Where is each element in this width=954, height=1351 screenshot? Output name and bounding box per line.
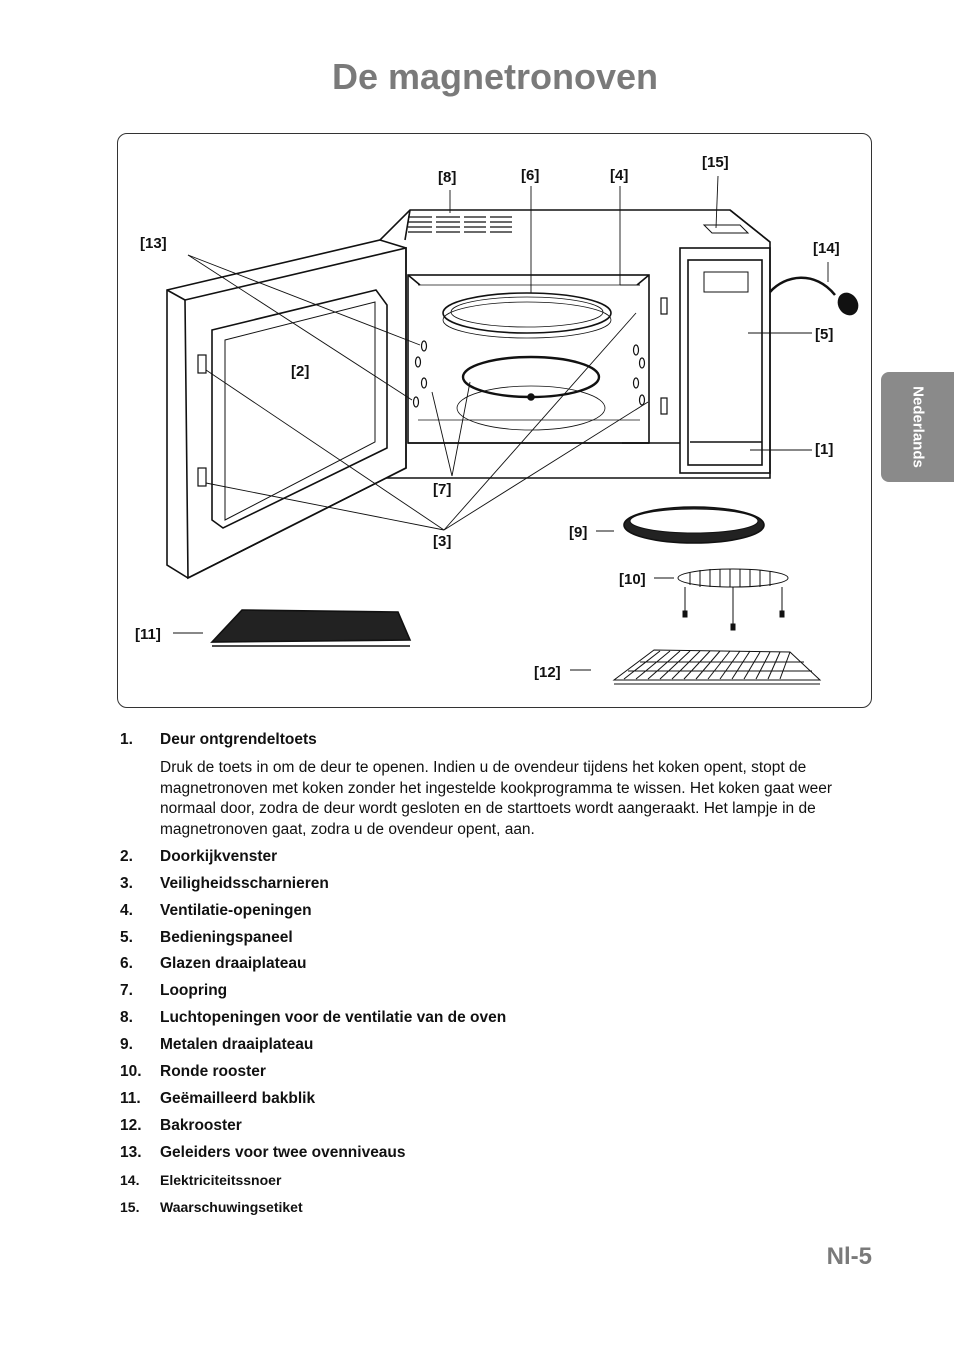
legend-label: Glazen draaiplateau (160, 955, 307, 973)
legend-item: 8. Luchtopeningen voor de ventilatie van … (120, 1008, 880, 1028)
roller-ring (456, 355, 606, 431)
diagram-frame (117, 133, 872, 708)
legend-item: 1. Deur ontgrendeltoets Druk de toets in… (120, 730, 880, 840)
legend-number: 10. (120, 1063, 142, 1081)
legend-item: 3. Veiligheidsscharnieren (120, 874, 880, 894)
legend-number: 9. (120, 1036, 133, 1054)
callout-15: [15] (702, 154, 729, 171)
metal-turntable (623, 506, 765, 544)
legend-label: Doorkijkvenster (160, 847, 278, 865)
callout-12: [12] (534, 664, 561, 681)
legend-number: 13. (120, 1143, 142, 1161)
callout-13: [13] (140, 235, 167, 252)
callout-6: [6] (521, 167, 539, 184)
legend-item: 5. Bedieningspaneel (120, 928, 880, 948)
power-cord (769, 276, 859, 316)
leader-lines (173, 175, 829, 671)
legend-item: 15. Waarschuwingsetiket (120, 1197, 880, 1218)
legend-label: Veiligheidsscharnieren (160, 874, 329, 892)
legend-label: Deur ontgrendeltoets (160, 731, 317, 748)
oven-door (166, 239, 407, 580)
legend-number: 8. (120, 1009, 133, 1027)
legend-item: 11. Geëmailleerd bakblik (120, 1089, 880, 1109)
legend-label: Metalen draaiplateau (160, 1036, 314, 1054)
legend-number: 5. (120, 928, 133, 946)
legend-description: Druk de toets in om de deur te openen. I… (160, 759, 833, 838)
legend-item: 10. Ronde rooster (120, 1062, 880, 1082)
parts-legend: 1. Deur ontgrendeltoets Druk de toets in… (120, 730, 880, 1225)
oven-guides (412, 297, 668, 415)
oven-body (379, 209, 771, 479)
legend-label: Ventilatie-openingen (160, 901, 312, 919)
legend-item: 4. Ventilatie-openingen (120, 901, 880, 921)
microwave-diagram: [8] [6] [4] [15] [13] [14] [5] [2] [1] [… (135, 154, 859, 685)
control-panel (679, 247, 771, 474)
callout-5: [5] (815, 326, 833, 343)
callout-2: [2] (291, 363, 309, 380)
legend-label: Waarschuwingsetiket (160, 1199, 303, 1216)
callout-3: [3] (433, 533, 451, 550)
baking-tray (210, 609, 412, 647)
legend-number: 7. (120, 982, 133, 1000)
legend-item: 9. Metalen draaiplateau (120, 1035, 880, 1055)
legend-label: Bakrooster (160, 1116, 242, 1134)
legend-number: 2. (120, 847, 133, 865)
legend-label: Geëmailleerd bakblik (160, 1089, 316, 1107)
legend-item: 7. Loopring (120, 981, 880, 1001)
legend-label: Ronde rooster (160, 1063, 266, 1081)
grill-rack (612, 649, 822, 685)
legend-item: 14. Elektriciteitssnoer (120, 1170, 880, 1191)
callout-9: [9] (569, 524, 587, 541)
legend-label: Elektriciteitssnoer (160, 1171, 282, 1188)
callout-1: [1] (815, 441, 833, 458)
glass-turntable (442, 292, 612, 339)
legend-number: 1. (120, 731, 133, 748)
legend-number: 14. (120, 1171, 140, 1188)
legend-label: Loopring (160, 982, 228, 1000)
callout-14: [14] (813, 240, 840, 257)
legend-label: Bedieningspaneel (160, 928, 293, 946)
legend-label: Luchtopeningen voor de ventilatie van de… (160, 1009, 507, 1027)
callout-11: [11] (135, 626, 161, 643)
top-vents (408, 216, 750, 234)
page-title: De magnetronoven (331, 56, 659, 97)
legend-number: 11. (120, 1089, 141, 1107)
legend-number: 15. (120, 1199, 140, 1216)
legend-item: 6. Glazen draaiplateau (120, 954, 880, 974)
legend-number: 4. (120, 901, 133, 919)
legend-number: 3. (120, 874, 133, 892)
page-number: Nl-5 (826, 1243, 872, 1270)
legend-label: Geleiders voor twee ovenniveaus (160, 1143, 406, 1161)
legend-item: 2. Doorkijkvenster (120, 847, 880, 867)
callout-8: [8] (438, 169, 456, 186)
legend-number: 6. (120, 955, 133, 973)
language-tab-label: Nederlands (909, 386, 926, 468)
callout-7: [7] (433, 481, 451, 498)
legend-item: 12. Bakrooster (120, 1116, 880, 1136)
callout-4: [4] (610, 167, 628, 184)
language-tab: Nederlands (881, 372, 954, 482)
callout-10: [10] (619, 571, 646, 588)
legend-number: 12. (120, 1116, 142, 1134)
round-rack (677, 568, 789, 631)
legend-item: 13. Geleiders voor twee ovenniveaus (120, 1143, 880, 1163)
